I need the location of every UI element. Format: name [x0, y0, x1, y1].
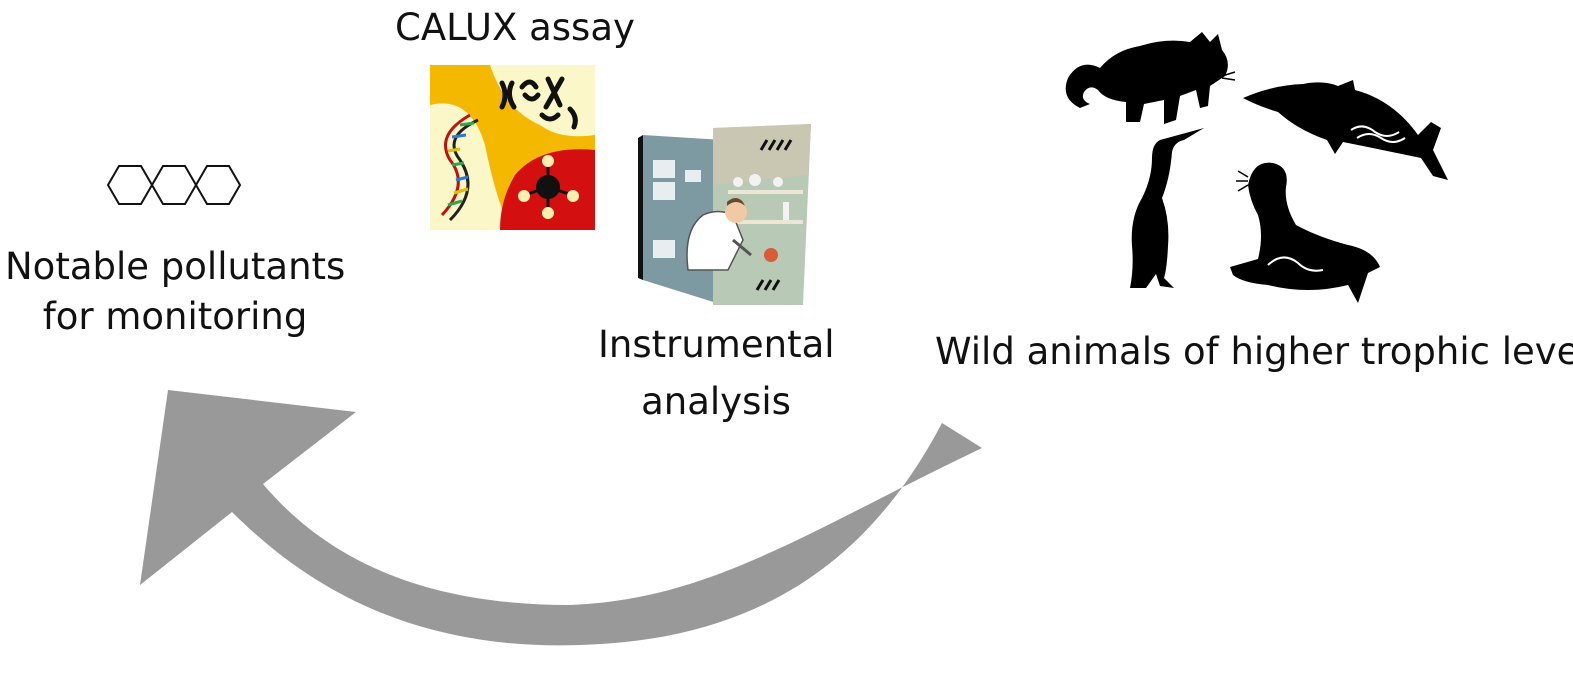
cormorant-silhouette-icon: [1130, 128, 1204, 288]
anthracene-structure-icon: [106, 165, 242, 205]
dna-chromosome-assay-icon: [430, 65, 595, 230]
laboratory-scientist-icon: [638, 124, 811, 305]
pollutants-label-line2: for monitoring: [42, 295, 308, 338]
seal-silhouette-icon: [1230, 162, 1380, 303]
raccoon-silhouette-icon: [1065, 32, 1236, 124]
instrumental-label-line1: Instrumental: [598, 323, 835, 366]
pollutants-label-line1: Notable pollutants: [5, 245, 346, 288]
instrumental-label-line2: analysis: [641, 380, 791, 423]
dolphin-silhouette-icon: [1243, 80, 1448, 180]
calux-assay-label: CALUX assay: [395, 6, 635, 49]
animals-label: Wild animals of higher trophic level: [935, 330, 1573, 373]
